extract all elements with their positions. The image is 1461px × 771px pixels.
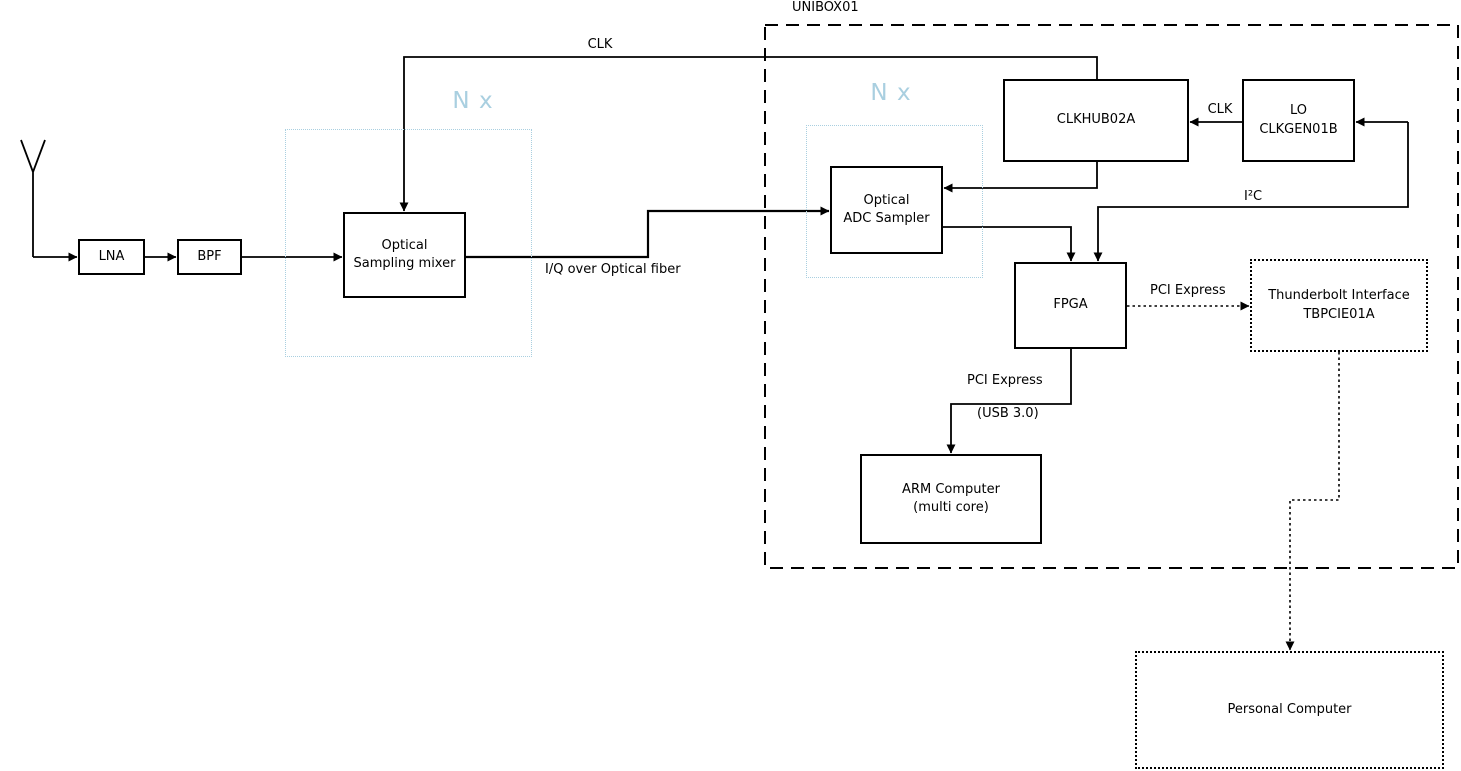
optical-sampling-mixer-block: Optical Sampling mixer (343, 212, 466, 298)
fpga-block: FPGA (1014, 262, 1127, 349)
thunderbolt-interface-block: Thunderbolt Interface TBPCIE01A (1250, 259, 1428, 352)
arm-computer-block: ARM Computer (multi core) (860, 454, 1042, 544)
unibox-border (764, 24, 1459, 569)
nx-right-group-box (806, 125, 983, 278)
nx-left-group-box (285, 129, 532, 357)
adc-to-fpga-line (943, 226, 1076, 262)
i2c-label: I²C (1244, 189, 1263, 204)
pci-express-arm-label: PCI Express (967, 373, 1043, 388)
clkhub02a-block: CLKHUB02A (1003, 79, 1189, 162)
nx-right-label: N x (870, 80, 912, 106)
lna-block: LNA (78, 239, 145, 275)
i2c-to-fpga-line (1093, 122, 1409, 262)
unibox-label: UNIBOX01 (792, 0, 859, 15)
optical-adc-sampler-block: Optical ADC Sampler (830, 166, 943, 254)
nx-left-label: N x (452, 88, 494, 114)
thunderbolt-to-pc-line (1285, 352, 1340, 651)
clk-to-adc-line (943, 162, 1098, 193)
personal-computer-block: Personal Computer (1135, 651, 1444, 769)
clk-lo-label: CLK (1207, 102, 1233, 117)
lo-clkgen01b-block: LO CLKGEN01B (1242, 79, 1355, 162)
usb-label: (USB 3.0) (977, 406, 1039, 421)
iq-optical-fiber-line (466, 206, 830, 259)
pci-express-tb-label: PCI Express (1150, 283, 1226, 298)
clk-to-mixer-line (399, 56, 1098, 212)
antenna-icon (20, 139, 46, 257)
bpf-block: BPF (177, 239, 242, 275)
iq-fiber-label: I/Q over Optical fiber (545, 262, 681, 277)
fpga-to-arm-line (946, 349, 1072, 454)
clk-top-label: CLK (587, 37, 613, 52)
